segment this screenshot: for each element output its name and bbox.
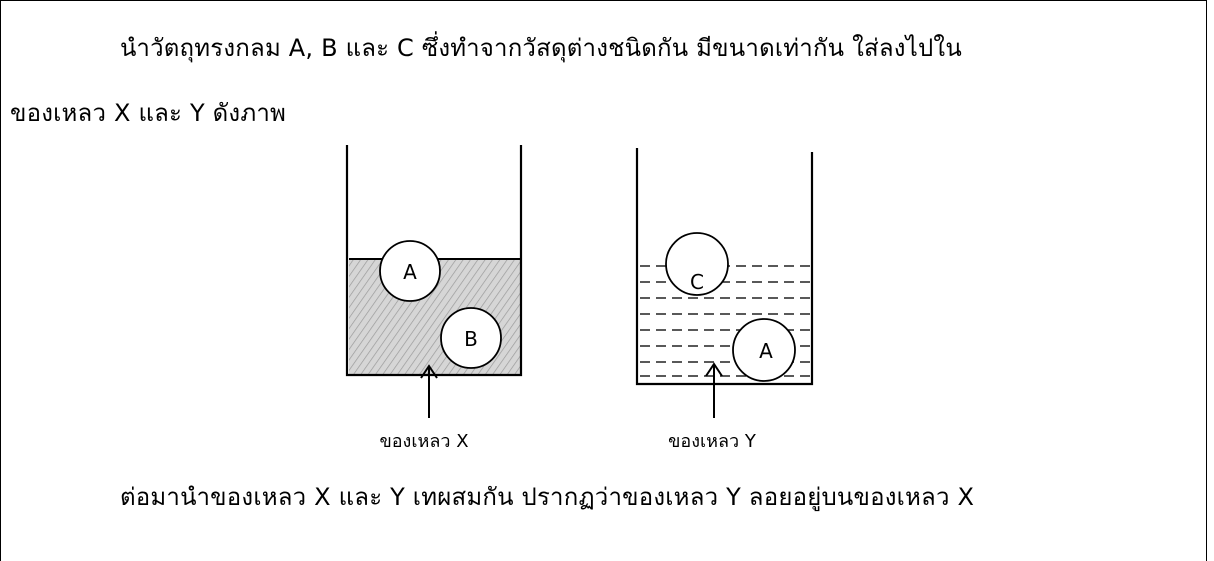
intro-line-2: ของเหลว X และ Y ดังภาพ bbox=[10, 99, 287, 127]
sphere-x-bottom bbox=[440, 307, 502, 369]
sphere-y-bottom bbox=[732, 318, 796, 382]
intro-line-1: นำวัตถุทรงกลม A, B และ C ซึ่งทำจากวัสดุต… bbox=[120, 34, 962, 62]
arrow-x-head bbox=[420, 364, 438, 379]
sphere-y-top bbox=[665, 232, 729, 296]
sphere-y-top-label: C bbox=[690, 270, 704, 294]
sphere-y-bottom-label: A bbox=[759, 339, 773, 363]
container-x: A B ของเหลว X bbox=[345, 145, 523, 452]
sphere-x-bottom-label: B bbox=[464, 327, 478, 351]
container-y: C A ของเหลว Y bbox=[635, 148, 814, 452]
sphere-x-top bbox=[379, 240, 441, 302]
liquid-containers-figure: A B ของเหลว X C A ของเหลว Y bbox=[345, 145, 814, 452]
followup-line: ต่อมานำของเหลว X และ Y เทผสมกัน ปรากฏว่า… bbox=[120, 483, 975, 511]
beaker-y-outline bbox=[635, 148, 814, 386]
liquid-y-label: ของเหลว Y bbox=[668, 431, 757, 452]
arrow-y-head bbox=[705, 362, 723, 377]
liquid-x-label: ของเหลว X bbox=[379, 431, 468, 452]
sphere-x-top-label: A bbox=[403, 260, 417, 284]
